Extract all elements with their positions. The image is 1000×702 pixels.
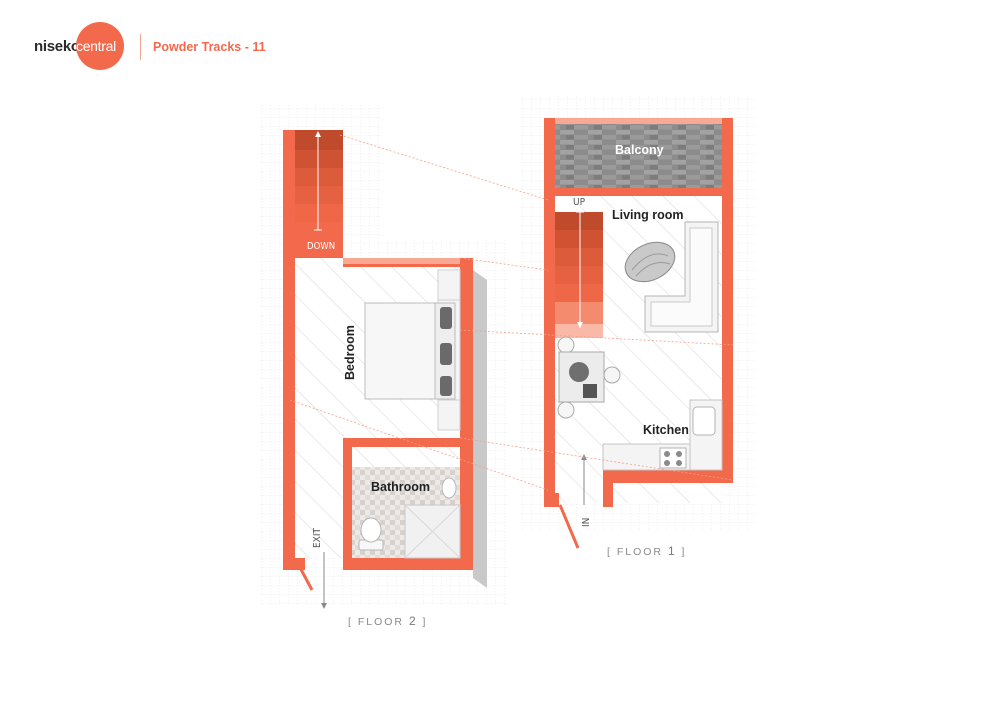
- floor2-wall-right: [460, 258, 473, 570]
- floor2-door: [294, 559, 314, 591]
- logo-circle: central: [76, 22, 124, 70]
- logo-circle-word: central: [76, 38, 116, 54]
- plant-icon: [569, 362, 589, 382]
- kitchen-counter: [602, 399, 723, 471]
- floor2-stairs-label: DOWN: [307, 241, 335, 252]
- bed-icon: [364, 302, 456, 400]
- kitchen-sink-icon: [692, 406, 716, 436]
- floor1-wall-right: [722, 118, 733, 483]
- beanbag-icon: [624, 241, 676, 283]
- sink-icon: [441, 477, 457, 499]
- floor1-stairs: [555, 210, 603, 338]
- floor1-wall-left: [544, 118, 555, 503]
- floor2-bathroom-wall-left: [343, 438, 352, 558]
- floor1-wall-balcony: [555, 188, 722, 196]
- room-label-balcony: Balcony: [615, 143, 664, 157]
- floor-1-label: [ FLOOR 1 ]: [607, 544, 687, 558]
- floor2-wall-left: [283, 130, 295, 570]
- header-divider: [140, 34, 141, 60]
- page-title: Powder Tracks - 11: [153, 40, 266, 54]
- exit-label: EXIT: [312, 528, 323, 548]
- logo-word: niseko: [34, 38, 80, 55]
- floor2-shadow: [473, 270, 487, 588]
- room-label-bedroom: Bedroom: [343, 325, 357, 380]
- floor1-wall-bottom: [603, 470, 733, 483]
- toilet-icon: [358, 517, 384, 551]
- floor-1-plan: Balcony UP Living room: [518, 95, 756, 549]
- balcony-deck: [555, 118, 722, 188]
- floor-2-plan: DOWN Bedroom: [260, 105, 508, 609]
- floor-2-label: [ FLOOR 2 ]: [348, 614, 428, 628]
- floor2-bathroom-wall: [343, 438, 460, 447]
- dining-table-icon: [557, 336, 621, 419]
- entry-label: IN: [581, 518, 592, 527]
- floor1-stairs-label: UP: [573, 197, 586, 208]
- header: niseko central Powder Tracks - 11: [0, 0, 1000, 90]
- sofa-icon: [644, 221, 719, 333]
- floor1-door: [558, 504, 580, 549]
- cooktop-icon: [659, 447, 687, 469]
- niseko-central-logo[interactable]: niseko central: [34, 22, 124, 72]
- room-label-living-room: Living room: [612, 208, 684, 222]
- alignment-lines: [289, 134, 734, 491]
- room-label-kitchen: Kitchen: [643, 423, 689, 437]
- room-label-bathroom: Bathroom: [371, 480, 430, 494]
- floor2-stairs: [295, 130, 343, 258]
- floor2-wall-bottom: [343, 558, 473, 570]
